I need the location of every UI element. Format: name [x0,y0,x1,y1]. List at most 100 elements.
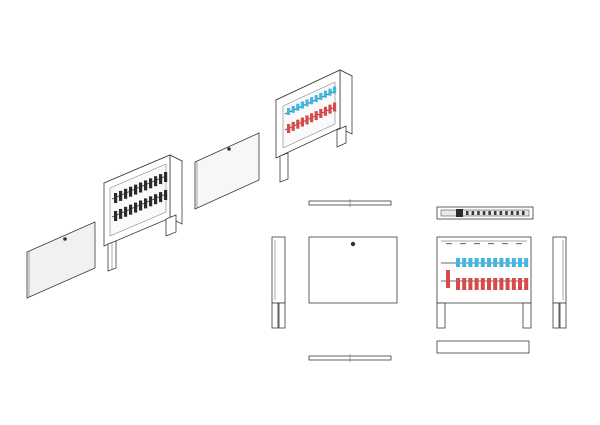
valve [488,243,494,245]
valve [493,278,498,290]
valve [477,211,480,215]
valve [305,115,309,125]
ortho-right-side-view [552,236,567,329]
valve [314,111,318,121]
valve [487,278,491,290]
valve [159,174,163,185]
dark-manifold-bottom-row [114,190,168,221]
valve [114,211,118,221]
valve [516,243,522,245]
valve [149,196,153,207]
valve [522,211,525,215]
valve [499,258,504,267]
valve [468,258,473,267]
valve [154,176,158,187]
valve [287,108,291,115]
valve [505,211,508,215]
valve [129,186,133,197]
valve [139,182,143,193]
valve [510,211,514,215]
valve [505,258,510,267]
iso-cabinet-color-manifold [275,69,353,183]
valve [291,105,295,113]
ortho-front-open-view [436,236,532,329]
valve [154,194,158,205]
ortho-bottom-view-right [436,340,530,354]
valve [300,117,304,127]
ortho-top-view [308,199,392,207]
valve [474,243,480,245]
front-return-manifold-red [456,278,529,290]
valve [323,106,327,116]
valve [462,258,467,267]
valve [474,278,479,290]
valve [518,258,522,267]
lock-icon [227,147,231,151]
front-supply-manifold-blue [456,258,529,267]
valve [333,102,337,112]
valve [493,258,498,267]
valve [460,243,466,245]
valve [516,211,519,215]
iso-door-panel-left [26,221,96,299]
top-view-valve-heads [466,211,525,215]
valve [159,192,163,203]
valve [124,188,128,199]
valve [124,206,128,217]
valve [446,243,452,245]
valve [129,204,133,215]
supply-manifold-blue [287,86,337,115]
valve [466,211,469,215]
iso-cabinet-dark-manifold [103,154,183,272]
valve [310,97,314,105]
valve [310,113,314,123]
valve [119,208,123,219]
valve [480,258,485,267]
valve [139,200,143,211]
valve [474,258,479,267]
valve [511,258,516,267]
valve [468,278,473,290]
valve [518,278,522,290]
return-manifold-red [287,102,337,133]
dark-manifold-top-row [114,172,168,203]
valve [119,190,123,201]
valve [487,258,491,267]
valve [499,211,503,215]
label-tags [446,243,522,245]
valve [328,88,332,96]
valve [164,190,168,200]
valve [505,278,510,290]
ortho-bottom-view [308,354,392,362]
valve [291,121,295,131]
valve [134,184,138,195]
valve [314,95,318,103]
valve [149,178,153,189]
valve [511,278,516,290]
valve [456,258,460,267]
valve [144,180,148,191]
ortho-left-side-view [271,236,286,329]
valve [323,90,327,98]
ortho-front-door-view [308,236,398,304]
valve [114,193,118,203]
valve [480,278,485,290]
valve [462,278,467,290]
valve [144,198,148,209]
valve [287,124,291,133]
valve [524,278,529,290]
valve [328,104,332,114]
lock-icon [63,237,67,241]
valve [488,211,491,215]
valve [305,99,309,107]
valve [524,258,529,267]
valve [300,101,304,109]
ortho-top-view-manifold [436,206,534,220]
valve [296,119,300,129]
valve [499,278,504,290]
valve [134,202,138,213]
valve [319,108,323,118]
valve [471,211,475,215]
valve [482,211,486,215]
valve [164,172,168,182]
